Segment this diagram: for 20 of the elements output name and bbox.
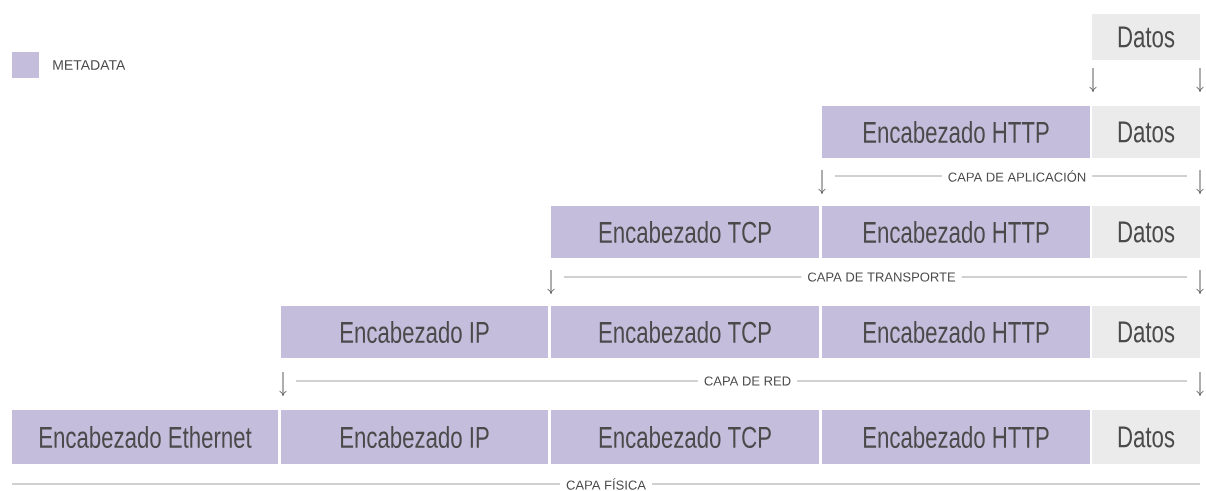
header-box: Encabezado HTTP <box>822 206 1090 258</box>
header-box: Encabezado IP <box>281 306 548 358</box>
data-box: Datos <box>1092 106 1200 158</box>
header-box: Encabezado HTTP <box>822 306 1090 358</box>
layer-label: CAPA DE TRANSPORTE <box>801 271 962 283</box>
header-box: Encabezado TCP <box>551 206 819 258</box>
layer-label: CAPA DE RED <box>697 375 798 387</box>
header-box: Encabezado Ethernet <box>12 410 278 464</box>
legend-label: METADATA <box>53 60 126 70</box>
header-box: Encabezado IP <box>281 410 548 464</box>
header-box: Encabezado TCP <box>551 410 819 464</box>
header-box: Encabezado HTTP <box>822 410 1090 464</box>
data-box: Datos <box>1092 14 1200 60</box>
data-box: Datos <box>1092 410 1200 464</box>
header-box: Encabezado TCP <box>551 306 819 358</box>
data-box: Datos <box>1092 206 1200 258</box>
data-box: Datos <box>1092 306 1200 358</box>
layer-label: CAPA FÍSICA <box>560 477 652 491</box>
header-box: Encabezado HTTP <box>822 106 1090 158</box>
layer-label: CAPA DE APLICACIÓN <box>941 169 1093 183</box>
